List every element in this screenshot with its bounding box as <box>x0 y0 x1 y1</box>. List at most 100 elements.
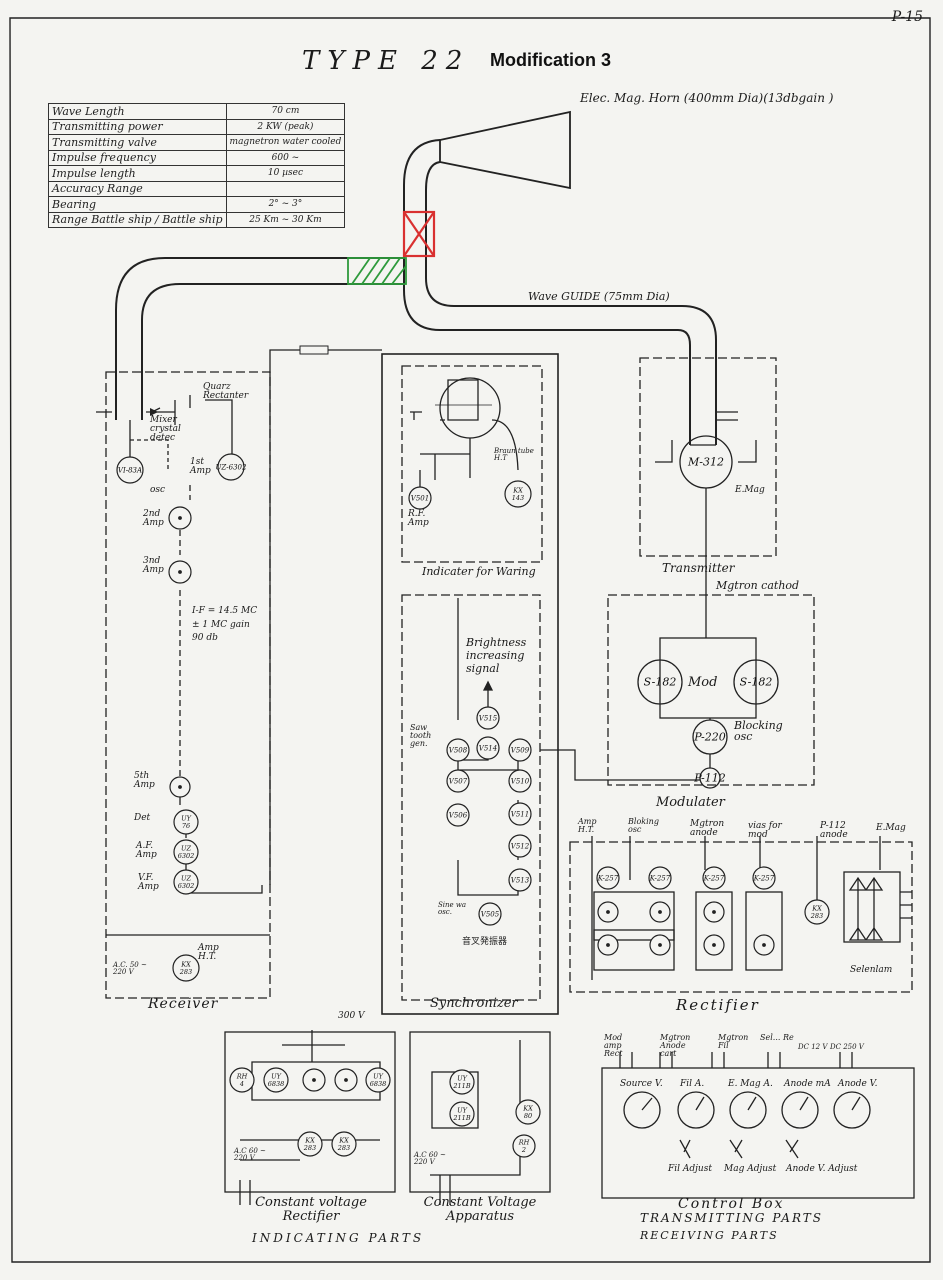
constant-apparatus-title: Constant Voltage Apparatus <box>423 1195 537 1225</box>
sine-osc-label: Sine wa osc. <box>438 901 467 916</box>
mod-label: Mod <box>688 675 718 690</box>
transmitting-parts-label: TRANSMITTING PARTS <box>640 1211 824 1225</box>
rect-head-3: Mgtron anode <box>690 819 725 838</box>
synchronizer-title: Synchronizer <box>430 996 518 1011</box>
v513-valve-label: V513 <box>511 876 530 884</box>
v515-valve-label: V515 <box>479 714 498 722</box>
rectifier-box <box>569 841 913 993</box>
meter-label-4: Anode mA <box>784 1079 831 1089</box>
uy6838-valve-2-label: UY <box>373 1072 383 1080</box>
spec-label: Accuracy Range <box>48 180 227 197</box>
adjust-label-1: Fil Adjust <box>668 1164 712 1174</box>
transmitter-title: Transmitter <box>662 561 735 575</box>
kx283-valve-label: 283 <box>810 912 823 920</box>
rect-head-1: Amp H.T. <box>578 817 597 834</box>
p220-label: P-220 <box>693 731 726 744</box>
meter-label-2: Fil A. <box>680 1079 705 1089</box>
rect-head-4: vias for mod <box>748 821 782 840</box>
receiving-parts-label: RECEIVING PARTS <box>640 1229 779 1242</box>
green-window-section <box>347 257 407 285</box>
rh4-valve-label: RH <box>236 1072 248 1080</box>
cb-head-5: DC 12 V <box>798 1043 828 1051</box>
vf-label: V.F. Amp <box>138 873 159 892</box>
spec-label: Impulse frequency <box>48 149 227 166</box>
v512-valve: V512 <box>508 834 532 858</box>
v501-valve: V501 <box>408 486 432 510</box>
osc-valve-label: VI-83A <box>118 466 142 474</box>
synchronizer-inner-box <box>401 594 541 1001</box>
adjust-label-2: Mag Adjust <box>724 1164 777 1174</box>
horn-label: Elec. Mag. Horn (400mm Dia)(13dbgain ) <box>580 91 834 105</box>
v501-valve-label: V501 <box>411 494 429 502</box>
page-border <box>9 17 931 1263</box>
constant-rectifier-title: Constant voltage Rectifier <box>255 1195 367 1225</box>
det-valve-label: 76 <box>182 822 190 830</box>
k257-valve-1-label: K-257 <box>597 874 619 882</box>
cb-head-2: Mgtron Anode cart <box>660 1033 691 1058</box>
amp1-valve-label: UZ-6302 <box>216 463 247 471</box>
title-sub: Modification 3 <box>490 50 611 70</box>
v505-valve: V505 <box>478 902 502 926</box>
rect-valve-b <box>649 901 671 923</box>
rect-valve-d <box>649 934 671 956</box>
modulator-box <box>607 594 815 786</box>
v514-valve-label: V514 <box>479 744 497 752</box>
k257-valve-2: K-257 <box>648 866 672 890</box>
v511-valve: V511 <box>508 802 532 826</box>
amp1-label: 1st Amp <box>190 457 211 476</box>
red-coupler-section <box>402 210 436 258</box>
amp3-valve <box>168 560 192 584</box>
spec-value: magnetron water cooled <box>225 134 346 151</box>
rf-amp-label: R.F. Amp <box>408 509 429 528</box>
kx283-valve-cvr-1-label: 283 <box>303 1144 316 1152</box>
waveguide-label: Wave GUIDE (75mm Dia) <box>528 290 670 303</box>
adjust-label-3: Anode V. Adjust <box>786 1164 858 1174</box>
v509-valve-label: V509 <box>511 746 530 754</box>
spec-label: Transmitting power <box>48 118 227 135</box>
kx283-valve-label: KX <box>811 904 822 912</box>
spec-value: 2 KW (peak) <box>225 118 346 135</box>
rh4-valve-label: 4 <box>239 1080 244 1088</box>
uy6838-valve-1-label: 6838 <box>268 1080 285 1088</box>
rh2-valve: RH2 <box>512 1134 536 1158</box>
k257-valve-4-label: K-257 <box>753 874 775 882</box>
horn-antenna <box>439 110 571 190</box>
cathode-label: Mgtron cathod <box>716 579 800 592</box>
saw-tooth-label: Saw tooth gen. <box>410 723 432 748</box>
spec-label: Impulse length <box>48 165 227 182</box>
v512-valve-label: V512 <box>511 842 530 850</box>
spec-value: 25 Km ~ 30 Km <box>225 211 346 228</box>
if-label: I-F = 14.5 MC ± 1 MC gain 90 db <box>192 606 258 643</box>
v508-valve: V508 <box>446 738 470 762</box>
rect-valve-g <box>753 934 775 956</box>
receiver-rect-valve-label: 283 <box>179 968 192 976</box>
v507-valve-label: V507 <box>449 777 468 785</box>
synchronizer-box <box>381 353 559 1015</box>
amp5-valve <box>169 776 191 798</box>
magnetron-label-label: M-312 <box>687 456 724 469</box>
spec-value <box>225 180 346 197</box>
osc-valve: VI-83A <box>116 456 144 484</box>
cvr-valve-mid-1 <box>302 1068 326 1092</box>
amp2-label: 2nd Amp <box>143 509 164 528</box>
rect-head-5: P-112 anode <box>820 821 848 840</box>
kx283-valve-cvr-1-label: KX <box>304 1136 315 1144</box>
indicator-title: Indicater for Waring <box>422 565 536 578</box>
kx80-valve-label: KX <box>522 1104 533 1112</box>
cb-head-4: Sel... Re <box>760 1033 794 1042</box>
spec-value: 2° ~ 3° <box>225 196 346 213</box>
spec-label: Wave Length <box>48 103 227 120</box>
v507-valve: V507 <box>446 769 470 793</box>
modulator-title: Modulater <box>656 795 725 810</box>
s182-left-label-label: S-182 <box>644 676 677 689</box>
transmitter-box <box>639 357 777 557</box>
